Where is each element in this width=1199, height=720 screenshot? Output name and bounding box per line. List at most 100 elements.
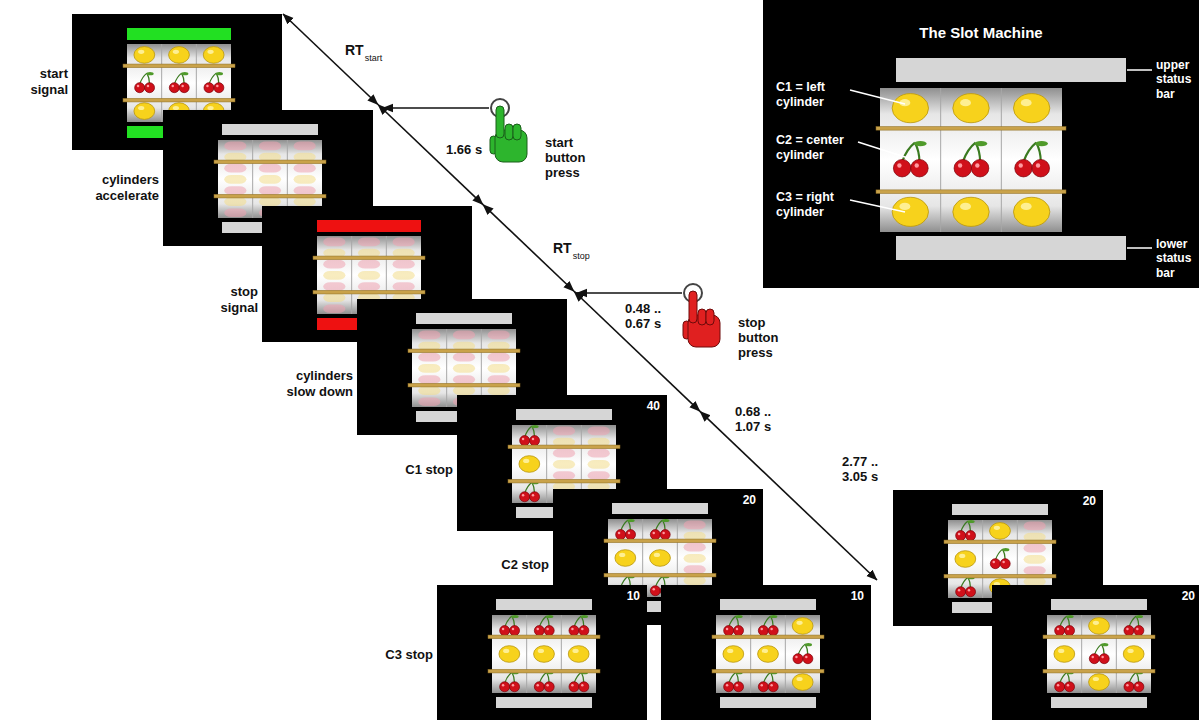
- screen-frame: stop signal: [262, 206, 472, 342]
- screen-illustration: [488, 669, 600, 673]
- screen-illustration: [758, 682, 768, 692]
- screen-frame: 20: [992, 585, 1199, 720]
- callout-label: C1 = left cylinder: [776, 80, 871, 110]
- screen-illustration: [944, 574, 1056, 578]
- screen-illustration: [169, 47, 190, 64]
- screen-illustration: [123, 98, 235, 102]
- screen-illustration: [174, 73, 181, 84]
- screen-illustration: [1065, 682, 1075, 692]
- time-label: stop: [573, 251, 590, 261]
- slot-machine-illustration: [763, 0, 1199, 288]
- screen-illustration: [655, 520, 662, 531]
- screen-illustration: [553, 449, 575, 458]
- screen-illustration: [968, 533, 970, 535]
- screen-illustration: [1024, 555, 1046, 564]
- screen-illustration: [604, 539, 716, 543]
- time-label: 1.66 s: [446, 143, 482, 158]
- screen-illustration: [214, 194, 326, 198]
- slot-machine-illustration: [954, 159, 971, 176]
- screen-illustration: [626, 530, 636, 540]
- screen-illustration: [569, 626, 579, 636]
- screen-illustration: [1136, 628, 1138, 630]
- screen-illustration: [958, 589, 960, 591]
- screen-illustration: [534, 626, 544, 636]
- screen-illustration: [519, 456, 540, 473]
- screen-illustration: [224, 142, 246, 151]
- time-label: start: [365, 53, 383, 63]
- screen-illustration: [172, 85, 174, 87]
- screen-illustration: [993, 561, 995, 563]
- screen-illustration: [453, 386, 475, 395]
- screen-illustration: [207, 106, 213, 110]
- time-label: 0.48 .. 0.67 s: [625, 302, 681, 332]
- screen-illustration: [534, 682, 544, 692]
- screen-illustration: [720, 697, 816, 708]
- screen-illustration: [358, 238, 380, 247]
- screen-illustration: [537, 684, 539, 686]
- screen-illustration: [650, 586, 660, 596]
- timeline-arrow: [483, 205, 574, 292]
- screen-illustration: [684, 565, 706, 574]
- screen-illustration: [1024, 577, 1046, 586]
- slot-machine-illustration: [893, 159, 910, 176]
- time-label: RT: [345, 42, 364, 58]
- screen-illustration: [418, 331, 510, 407]
- screen-illustration: [1089, 654, 1099, 664]
- timeline-arrow: [283, 14, 877, 580]
- slot-machine-panel: The Slot MachineC1 = left cylinderC2 = c…: [763, 0, 1199, 288]
- screen-illustration: [500, 682, 510, 692]
- screen-illustration: [734, 682, 744, 692]
- screen-illustration: [358, 260, 380, 269]
- slot-machine-illustration: [763, 0, 1199, 288]
- slot-machine-illustration: [1035, 141, 1048, 146]
- screen-illustration: [393, 282, 415, 291]
- action-label: stop button press: [738, 316, 790, 361]
- screen-illustration: [1092, 656, 1094, 658]
- hand-icon: [496, 106, 504, 138]
- screen-illustration: [216, 72, 223, 75]
- screen-illustration: [661, 585, 871, 720]
- screen-illustration: [323, 282, 345, 291]
- screen-illustration: [992, 585, 1199, 720]
- screen-illustration: [313, 290, 425, 294]
- screen-illustration: [207, 50, 213, 54]
- screen-illustration: [418, 364, 440, 373]
- screen-illustration: [418, 331, 440, 340]
- slot-machine-illustration: [880, 88, 1062, 232]
- action-label: start button press: [545, 136, 597, 181]
- screen-illustration: [259, 186, 281, 195]
- screen-illustration: [544, 626, 554, 636]
- screen-illustration: [134, 47, 224, 120]
- screen-illustration: [569, 682, 579, 692]
- screen-illustration: [252, 140, 253, 218]
- screen-illustration: [805, 643, 812, 646]
- screen-illustration: [294, 142, 316, 151]
- screen-illustration: [716, 615, 820, 693]
- hand-icon: [513, 124, 521, 140]
- screen-illustration: [1093, 677, 1099, 681]
- hand-icon: [706, 309, 714, 325]
- screen-illustration: [654, 553, 660, 557]
- screen-illustration: [712, 635, 824, 639]
- screen-illustration: [785, 615, 786, 693]
- screen-illustration: [224, 164, 246, 173]
- screen-illustration: [990, 523, 1011, 540]
- screen-illustration: [214, 160, 326, 164]
- screen-illustration: [758, 626, 768, 636]
- screen-illustration: [619, 553, 625, 557]
- screen-illustration: [621, 520, 628, 531]
- hand-icon: [689, 291, 697, 323]
- screen-illustration: [1024, 544, 1046, 553]
- screen-illustration: [418, 397, 440, 406]
- screen-illustration: [653, 532, 655, 534]
- callout-label: lower status bar: [1156, 237, 1196, 280]
- screen-illustration: [135, 83, 145, 93]
- score-number: 20: [1182, 589, 1195, 603]
- screen-illustration: [446, 329, 447, 407]
- screen-illustration: [588, 471, 610, 480]
- screen-illustration: [581, 615, 588, 618]
- screen-illustration: [1043, 635, 1155, 639]
- slot-machine-illustration: [1032, 159, 1049, 176]
- slot-machine-illustration: [914, 141, 927, 146]
